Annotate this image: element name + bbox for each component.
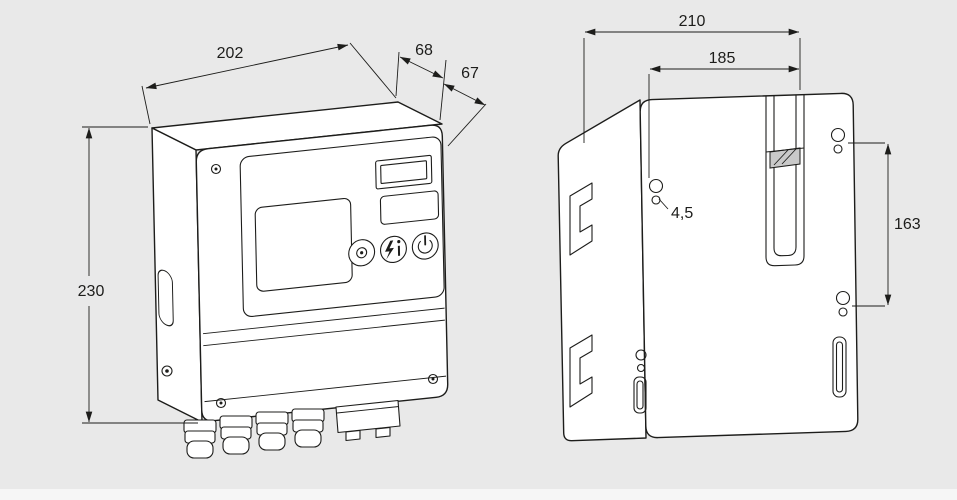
- screw-icon: [215, 397, 227, 409]
- cable-gland-icon: [291, 408, 325, 448]
- mounting-hole-icon: [830, 127, 846, 154]
- page-bottom-strip: [0, 489, 957, 500]
- rear-face: [639, 92, 859, 439]
- dimension-depth-total: 68: [395, 42, 447, 121]
- dim-hole-spacing-v-label: 163: [894, 216, 921, 233]
- seam-line: [204, 375, 447, 403]
- dim-rear-width-label: 210: [679, 13, 706, 30]
- cable-gland-icon: [183, 419, 217, 459]
- power-icon: [417, 235, 433, 254]
- seam-line: [203, 307, 445, 335]
- seam-line: [203, 319, 445, 347]
- mounting-bracket-icon: [569, 182, 593, 256]
- screw-icon: [427, 373, 439, 385]
- rear-view: [557, 92, 859, 442]
- reset-button: [348, 239, 376, 267]
- cable-glands: [183, 408, 325, 459]
- side-screw-icon: [161, 365, 173, 377]
- dim-depth-total-label: 68: [415, 42, 433, 59]
- dimension-width: 202: [141, 42, 397, 125]
- main-display: [254, 197, 353, 292]
- bottom-duct: [335, 399, 401, 442]
- dim-depth-housing-label: 67: [461, 65, 479, 82]
- duct-foot: [345, 429, 361, 442]
- cable-gland-icon: [255, 411, 289, 451]
- display-screen: [380, 160, 428, 185]
- control-panel: [203, 136, 447, 403]
- flash-info-icon: [385, 240, 401, 260]
- left-side-face: [151, 127, 203, 423]
- screw-icon: [210, 163, 222, 175]
- dim-width-label: 202: [217, 45, 244, 62]
- display-window: [375, 154, 433, 190]
- dimension-height: 230: [78, 126, 198, 424]
- dimension-depth-housing: 67: [443, 65, 487, 147]
- dim-height-label: 230: [78, 283, 105, 300]
- reset-dot-icon: [356, 247, 368, 259]
- mounting-hole-icon: [635, 349, 647, 373]
- bottom-slot: [832, 336, 847, 398]
- duct-foot: [375, 426, 391, 439]
- power-button: [411, 232, 439, 260]
- dimension-hole-spacing-horizontal: 185: [648, 50, 800, 178]
- flash-info-button: [379, 235, 407, 264]
- dim-hole-spacing-h-label: 185: [709, 50, 736, 67]
- dim-hole-diameter-label: 4,5: [671, 205, 693, 222]
- front-isometric-view: [151, 101, 449, 459]
- dimension-hole-diameter: 4,5: [658, 198, 693, 222]
- side-slot: [157, 269, 174, 327]
- front-view-dimensions: 230 202 68 67: [78, 42, 487, 424]
- rear-view-dimensions: 210 185 4,5 163: [583, 13, 921, 307]
- dimension-rear-width: 210: [583, 13, 801, 143]
- label-plate: [379, 190, 440, 225]
- dimension-hole-spacing-vertical: 163: [848, 142, 921, 307]
- rail-slot: [765, 93, 805, 267]
- bottom-slot: [633, 376, 647, 414]
- mounting-bracket-icon: [569, 334, 593, 408]
- cable-gland-icon: [219, 415, 253, 455]
- mounting-hole-icon: [835, 290, 851, 317]
